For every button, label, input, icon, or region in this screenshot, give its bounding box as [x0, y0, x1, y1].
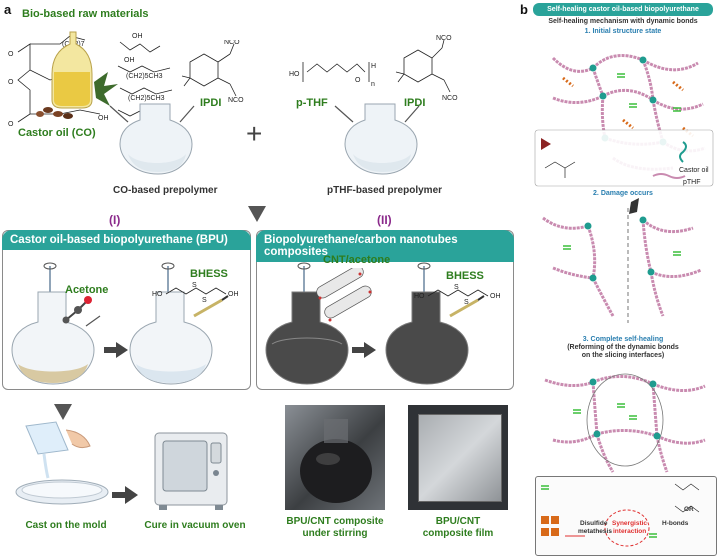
panel-a-label: a	[4, 2, 12, 17]
metathesis-label: metathesis	[578, 528, 612, 535]
step3-label-line1: 3. Complete self-healing	[582, 336, 664, 343]
chem-s-1: S	[192, 282, 197, 289]
mechanism-box	[535, 476, 717, 556]
panel-b-label: b	[520, 2, 528, 17]
chem-s-2: S	[202, 297, 207, 304]
route-label-i: (I)	[109, 213, 121, 227]
hbonds-label: H-bonds	[662, 520, 689, 527]
bhess-structure-2: HO S S OH	[414, 284, 501, 306]
acetone-molecule	[62, 296, 92, 324]
pthf-prepolymer-label: pTHF-based prepolymer	[327, 185, 443, 196]
chem-o-pthf: O	[355, 77, 361, 84]
chem-oh-1: OH	[132, 33, 143, 40]
stirring-label-line1: BPU/CNT composite	[286, 516, 384, 527]
ipdi-label-right: IPDI	[404, 97, 426, 109]
pthf-structure: HO H n O	[289, 62, 376, 88]
castor-oil-structure: O O O (CH2)7 (CH2)5CH3 (CH2)5CH3 OH OH O…	[8, 31, 173, 128]
right-arrow-icon-2	[352, 342, 376, 358]
chem-s-3: S	[454, 284, 459, 291]
stirring-flask-photo	[300, 419, 372, 503]
interaction-label: interaction	[613, 528, 647, 535]
bpu-flask-acetone	[11, 262, 101, 385]
right-arrow-icon-1	[104, 342, 128, 358]
ipdi-label-left: IPDI	[200, 97, 222, 109]
panel-b-title: Self-healing castor oil-based biopolyure…	[533, 3, 713, 16]
down-arrow-icon	[248, 196, 266, 222]
cnt-acetone-label: CNT/acetone	[323, 254, 391, 266]
step1-label: 1. Initial structure state	[584, 28, 662, 35]
chem-oh-3: OH	[98, 115, 109, 122]
chem-s-4: S	[464, 299, 469, 306]
composite-title: Biopolyurethane/carbon nanotubes composi…	[256, 230, 514, 262]
chem-o-1: O	[8, 51, 14, 58]
route-label-ii: (II)	[377, 213, 392, 227]
chem-ho-bhess-2: HO	[414, 293, 425, 300]
vacuum-oven-icon	[154, 432, 228, 510]
carbon-nanotubes	[316, 268, 372, 322]
legend-pthf-text: pTHF	[683, 179, 701, 186]
cure-oven-label: Cure in vacuum oven	[144, 520, 246, 531]
pthf-label: p-THF	[296, 97, 328, 109]
step3-label-line2: (Reforming of the dynamic bonds	[567, 344, 679, 351]
chem-h: H	[371, 63, 376, 70]
chem-ho-bhess-1: HO	[152, 291, 163, 298]
acetone-label: Acetone	[65, 284, 109, 296]
chem-o-2: O	[8, 79, 14, 86]
ipdi-structure-left: NCO NCO	[181, 40, 244, 104]
step3-label-line3: on the slicing interfaces)	[581, 352, 665, 359]
plus-sign: +	[246, 118, 263, 149]
film-label-line2: composite film	[422, 528, 494, 539]
disulfide-label: Disulfide	[580, 520, 608, 527]
mechanism-detail	[541, 483, 700, 547]
damaged-network	[542, 198, 702, 323]
bhess-label-1: BHESS	[190, 268, 228, 280]
panel-b-subtitle: Self-healing mechanism with dynamic bond…	[548, 18, 698, 25]
healed-network	[544, 373, 706, 473]
cast-mold-label: Cast on the mold	[25, 520, 107, 531]
chem-nco-1: NCO	[224, 40, 240, 46]
chem-n: n	[371, 81, 375, 88]
castor-oil-label: Castor oil (CO)	[18, 127, 96, 139]
casting-illustration	[15, 421, 109, 505]
co-prepolymer-label: CO-based prepolymer	[113, 185, 218, 196]
bhess-label-2: BHESS	[446, 270, 484, 282]
chem-c5-1: (CH2)5CH3	[126, 73, 163, 80]
chem-oh-2: OH	[124, 57, 135, 64]
chem-o-3: O	[8, 121, 14, 128]
chem-oh-bhess-1: OH	[228, 291, 239, 298]
ipdi-structure-right: NCO NCO	[395, 35, 458, 102]
stirring-label-line2: under stirring	[302, 528, 368, 539]
chem-c5-2: (CH2)5CH3	[128, 95, 165, 102]
composite-flask-cnt	[265, 262, 349, 385]
composite-flask-bhess	[385, 262, 485, 385]
initial-network: Castor oil pTHF	[534, 54, 714, 187]
chem-nco-3: NCO	[436, 35, 452, 42]
down-arrow-icon-2	[54, 394, 72, 420]
co-prepolymer-flask	[109, 103, 195, 175]
film-label-line1: BPU/CNT	[435, 516, 481, 527]
film-sample	[418, 414, 502, 502]
or-label: OR	[684, 506, 694, 513]
bhess-structure-1: HO S S OH	[152, 282, 239, 304]
raw-materials-heading: Bio-based raw materials	[22, 8, 149, 20]
bpu-title: Castor oil-based biopolyurethane (BPU)	[2, 230, 251, 250]
chem-nco-4: NCO	[442, 95, 458, 102]
pthf-prepolymer-flask	[334, 103, 420, 175]
chem-oh-bhess-2: OH	[490, 293, 501, 300]
synergistic-label: Synergistic	[612, 520, 648, 527]
step2-label: 2. Damage occurs	[593, 190, 653, 197]
legend-castor-text: Castor oil	[679, 167, 709, 174]
chem-ho: HO	[289, 71, 300, 78]
right-arrow-icon-3	[112, 486, 138, 504]
chem-nco-2: NCO	[228, 97, 244, 104]
